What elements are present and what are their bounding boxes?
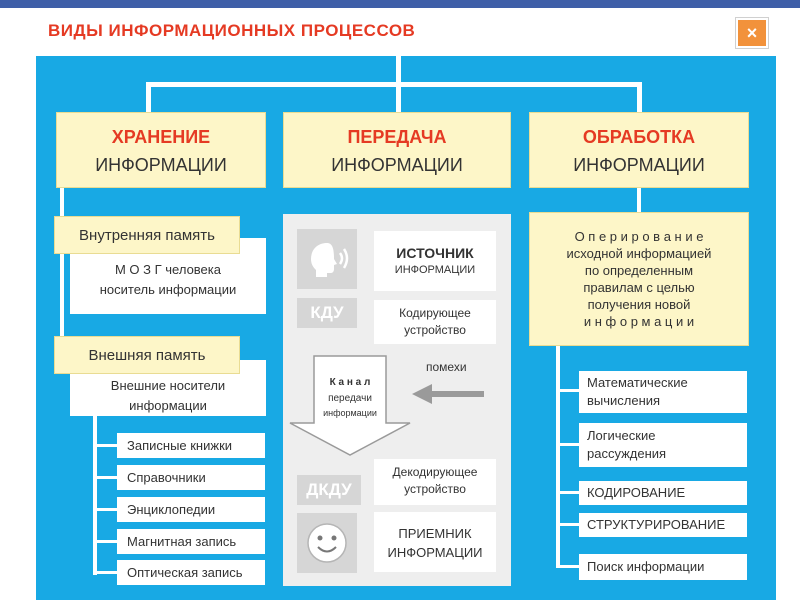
receiver-icon-tile (297, 513, 357, 573)
processing-desc-5: получения новой (587, 297, 691, 312)
noise-arrow-icon (412, 384, 484, 404)
storage-tick-2 (93, 476, 117, 479)
smiley-face-icon (307, 523, 347, 563)
source-label-2: ИНФОРМАЦИИ (394, 264, 476, 276)
processing-item-2-line-1: Логические (587, 428, 656, 443)
storage-tick-4 (93, 540, 117, 543)
decoder-label-2: устройство (404, 482, 466, 496)
connector-top-trunk (396, 56, 401, 86)
storage-item-1-text: Записные книжки (127, 438, 233, 453)
storage-external-label: Внешняя память (54, 336, 240, 374)
storage-item-1: Записные книжки (117, 433, 265, 458)
decoder-label-1: Декодирующее (392, 465, 478, 479)
processing-item-1-line-1: Математические (587, 375, 688, 390)
channel-arrow (289, 355, 411, 456)
receiver-box: ПРИЕМНИК ИНФОРМАЦИИ (374, 512, 496, 572)
processing-desc-3: по определенным (584, 263, 694, 278)
kdu-label: КДУ (310, 303, 344, 322)
storage-internal-label: Внутренняя память (54, 216, 240, 254)
processing-desc-box: О п е р и р о в а н и е исходной информа… (529, 212, 749, 346)
processing-item-1: Математические вычисления (579, 371, 747, 413)
source-box: ИСТОЧНИК ИНФОРМАЦИИ (374, 231, 496, 291)
processing-desc-1: О п е р и р о в а н и е (574, 229, 704, 244)
category-processing: ОБРАБОТКА ИНФОРМАЦИИ (529, 112, 749, 188)
processing-tick-4 (556, 523, 579, 526)
receiver-label-2: ИНФОРМАЦИИ (387, 545, 483, 560)
category-transfer-sub: ИНФОРМАЦИИ (331, 155, 463, 175)
processing-item-3: КОДИРОВАНИЕ (579, 481, 747, 505)
storage-item-2-text: Справочники (127, 470, 206, 485)
receiver-label-1: ПРИЕМНИК (398, 526, 472, 541)
storage-external-desc-2: информации (129, 398, 207, 413)
processing-desc-2: исходной информацией (566, 246, 712, 261)
storage-item-3-text: Энциклопедии (127, 502, 216, 517)
close-button[interactable]: × (736, 18, 768, 48)
category-transfer: ПЕРЕДАЧА ИНФОРМАЦИИ (283, 112, 511, 188)
processing-item-2: Логические рассуждения (579, 423, 747, 467)
connector-top-right (637, 82, 642, 114)
storage-external-label-text: Внешняя память (88, 347, 206, 364)
processing-desc-4: правилам с целью (583, 280, 695, 295)
title-bar (36, 12, 776, 56)
category-storage-head: ХРАНЕНИЕ (111, 127, 211, 147)
storage-item-2: Справочники (117, 465, 265, 490)
processing-item-2-line-2: рассуждения (587, 446, 667, 461)
storage-tick-5 (93, 571, 117, 574)
category-transfer-head: ПЕРЕДАЧА (347, 127, 447, 147)
processing-spine (556, 346, 560, 566)
storage-internal-desc-1: М О З Г человека (114, 262, 221, 277)
processing-desc-6: и н ф о р м а ц и и (583, 314, 695, 329)
dkdu-label: ДКДУ (306, 480, 352, 499)
processing-item-1-line-2: вычисления (587, 393, 661, 408)
category-processing-head: ОБРАБОТКА (582, 127, 696, 147)
page-title: ВИДЫ ИНФОРМАЦИОННЫХ ПРОЦЕССОВ (48, 21, 416, 40)
connector-top-left (146, 82, 151, 114)
storage-item-4: Магнитная запись (117, 529, 265, 554)
storage-external-desc-1: Внешние носители (110, 378, 226, 393)
storage-internal-desc-2: носитель информации (99, 282, 237, 297)
processing-item-5: Поиск информации (579, 554, 747, 580)
close-icon: × (746, 23, 758, 43)
storage-item-5: Оптическая запись (117, 560, 265, 585)
source-icon-tile (297, 229, 357, 289)
category-storage-sub: ИНФОРМАЦИИ (95, 155, 227, 175)
processing-tick-3 (556, 491, 579, 494)
processing-item-5-text: Поиск информации (587, 559, 705, 574)
processing-tick-2 (556, 443, 579, 446)
connector-top-horizontal (146, 82, 642, 87)
coder-box: Кодирующее устройство (374, 300, 496, 344)
connector-top-mid (396, 82, 401, 114)
speaking-head-icon (311, 243, 349, 277)
processing-item-3-text: КОДИРОВАНИЕ (587, 485, 686, 500)
category-processing-sub: ИНФОРМАЦИИ (573, 155, 705, 175)
storage-tick-1 (93, 444, 117, 447)
storage-item-4-text: Магнитная запись (127, 534, 237, 549)
decoder-box: Декодирующее устройство (374, 459, 496, 505)
processing-item-4: СТРУКТУРИРОВАНИЕ (579, 513, 747, 537)
channel-label-1: К а н а л (329, 377, 371, 388)
dkdu-tile: ДКДУ (297, 475, 361, 505)
processing-tick-5 (556, 565, 579, 568)
storage-spine (60, 188, 64, 348)
storage-branch-spine (93, 410, 97, 575)
storage-tick-3 (93, 508, 117, 511)
storage-item-5-text: Оптическая запись (127, 565, 243, 580)
processing-top-link (637, 188, 641, 214)
processing-item-4-text: СТРУКТУРИРОВАНИЕ (587, 517, 726, 532)
channel-label-3: информации (323, 408, 377, 418)
category-storage: ХРАНЕНИЕ ИНФОРМАЦИИ (56, 112, 266, 188)
storage-internal-label-text: Внутренняя память (79, 227, 215, 244)
coder-label-1: Кодирующее (399, 306, 471, 320)
channel-label-2: передачи (328, 393, 372, 404)
processing-tick-1 (556, 389, 579, 392)
kdu-tile: КДУ (297, 298, 357, 328)
source-label-1: ИСТОЧНИК (396, 245, 474, 261)
top-strip (0, 0, 800, 8)
storage-item-3: Энциклопедии (117, 497, 265, 522)
noise-label: помехи (426, 360, 467, 374)
coder-label-2: устройство (404, 323, 466, 337)
